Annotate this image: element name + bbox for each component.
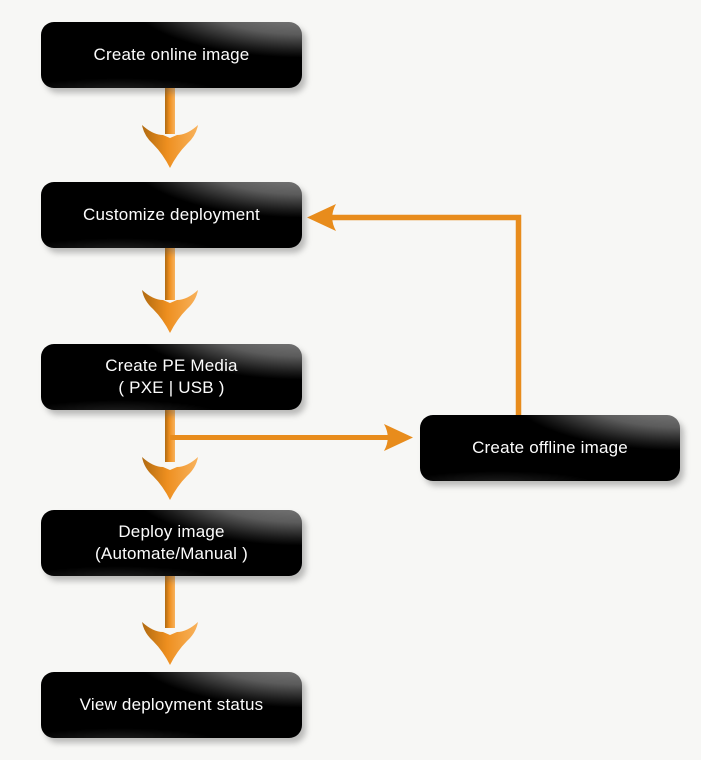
node-label: Create PE Media: [105, 355, 238, 375]
node-create-pe-media: Create PE Media ( PXE | USB ): [41, 344, 302, 410]
arrow-offline-to-customize: [307, 204, 522, 416]
node-view-deployment-status: View deployment status: [41, 672, 302, 738]
node-customize-deployment: Customize deployment: [41, 182, 302, 248]
node-create-offline-image: Create offline image: [420, 415, 680, 481]
arrow-deploy-to-status: [142, 576, 198, 665]
node-label: View deployment status: [79, 694, 264, 714]
node-label: Create offline image: [472, 437, 628, 457]
node-label: Create online image: [93, 44, 250, 64]
node-label: Deploy image: [118, 521, 225, 541]
node-sublabel: ( PXE | USB ): [118, 378, 225, 397]
arrow-pemedia-to-offline: [170, 424, 413, 451]
node-deploy-image: Deploy image (Automate/Manual ): [41, 510, 302, 576]
node-create-online-image: Create online image: [41, 22, 302, 88]
node-label: Customize deployment: [83, 204, 260, 224]
node-sublabel: (Automate/Manual ): [95, 544, 248, 563]
arrow-online-to-customize: [142, 88, 198, 168]
arrow-pemedia-to-deploy: [142, 410, 198, 500]
arrow-customize-to-pemedia: [142, 248, 198, 333]
